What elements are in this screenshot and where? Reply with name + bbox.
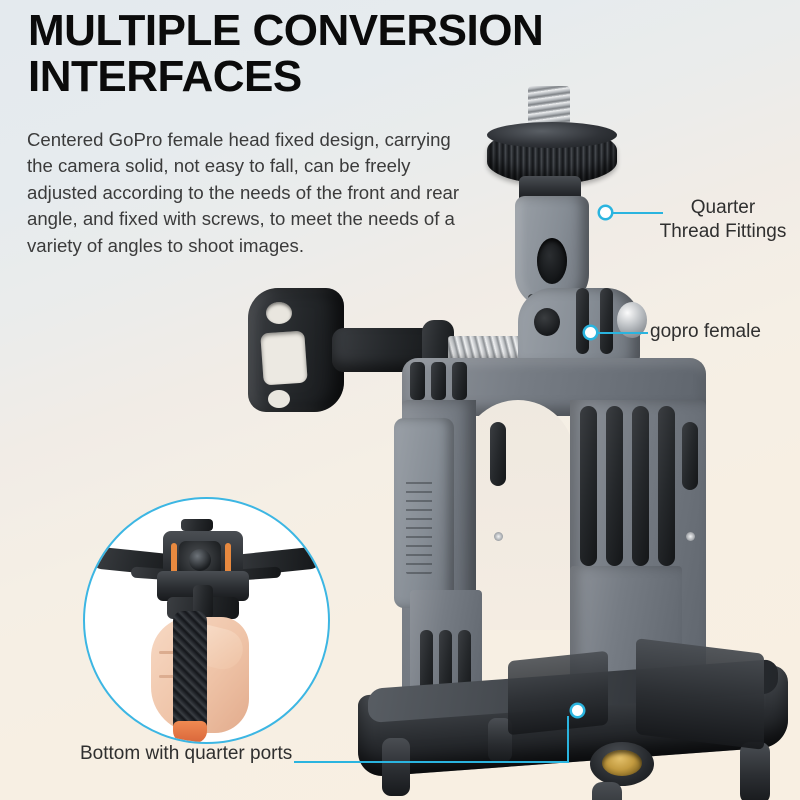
quarter-thread-line-1: Quarter <box>690 197 756 218</box>
inset-accent-strip-right <box>225 543 231 577</box>
inset-lens-glass <box>189 549 211 571</box>
left-fin-1 <box>410 362 425 400</box>
left-slot <box>490 422 506 486</box>
gopro-ear-rib-1 <box>576 288 589 354</box>
knob-cutout-center <box>260 330 308 386</box>
left-fin-2 <box>431 362 446 400</box>
title-line-2: INTERFACES <box>28 52 302 102</box>
inset-grip-cap <box>173 721 207 742</box>
gopro-female-hole <box>534 308 560 336</box>
brand-text-strip <box>406 478 432 574</box>
base-rear-wall <box>636 638 764 750</box>
callout-line-gopro-female <box>596 331 648 334</box>
quarter-thread-line-2: Thread Fittings <box>659 220 787 242</box>
callout-label-bottom-ports: Bottom with quarter ports <box>80 743 293 764</box>
callout-dot-gopro-female <box>585 327 596 338</box>
right-fin-4 <box>658 406 675 566</box>
description-paragraph: Centered GoPro female head fixed design,… <box>27 129 460 256</box>
inset-photo-hand-holding-rig <box>83 497 330 744</box>
product-photo <box>240 70 800 800</box>
callout-label-gopro-female: gopro female <box>650 321 761 342</box>
base-foot-front-left <box>382 738 410 796</box>
inset-grip-handle <box>173 611 207 735</box>
page-title: MULTIPLE CONVERSION INTERFACES <box>28 6 668 102</box>
prong-hole <box>537 238 567 284</box>
callout-dot-bottom-ports <box>572 705 583 716</box>
quarter-port-thread-icon <box>602 750 642 776</box>
inset-top-antenna <box>181 519 213 531</box>
right-screw-dot <box>686 532 695 541</box>
callout-line-bottom-vertical <box>567 716 569 762</box>
gopro-ear-rib-2 <box>600 288 613 354</box>
base-foot-rear-right <box>740 742 770 800</box>
callout-line-quarter-thread <box>611 211 663 214</box>
callout-dot-quarter-thread <box>600 207 611 218</box>
callout-line-bottom-horizontal <box>294 761 569 763</box>
left-fin-3 <box>452 362 467 400</box>
left-screw-dot <box>494 532 503 541</box>
base-foot-front-center <box>592 782 622 800</box>
right-fin-1 <box>580 406 597 566</box>
title-line-1: MULTIPLE CONVERSION <box>28 6 544 55</box>
knob-cutout-top <box>266 302 292 324</box>
knurled-disc-top <box>487 122 617 148</box>
left-latch-plate <box>394 418 454 608</box>
base-rear-wall-2 <box>508 650 608 736</box>
right-slot <box>682 422 698 490</box>
inset-adapter-prong <box>193 585 213 619</box>
callout-label-quarter-thread: Quarter Thread Fittings <box>648 196 798 244</box>
inset-accent-strip-left <box>171 543 177 577</box>
knob-cutout-bottom <box>268 390 290 408</box>
right-fin-3 <box>632 406 649 566</box>
right-fin-2 <box>606 406 623 566</box>
